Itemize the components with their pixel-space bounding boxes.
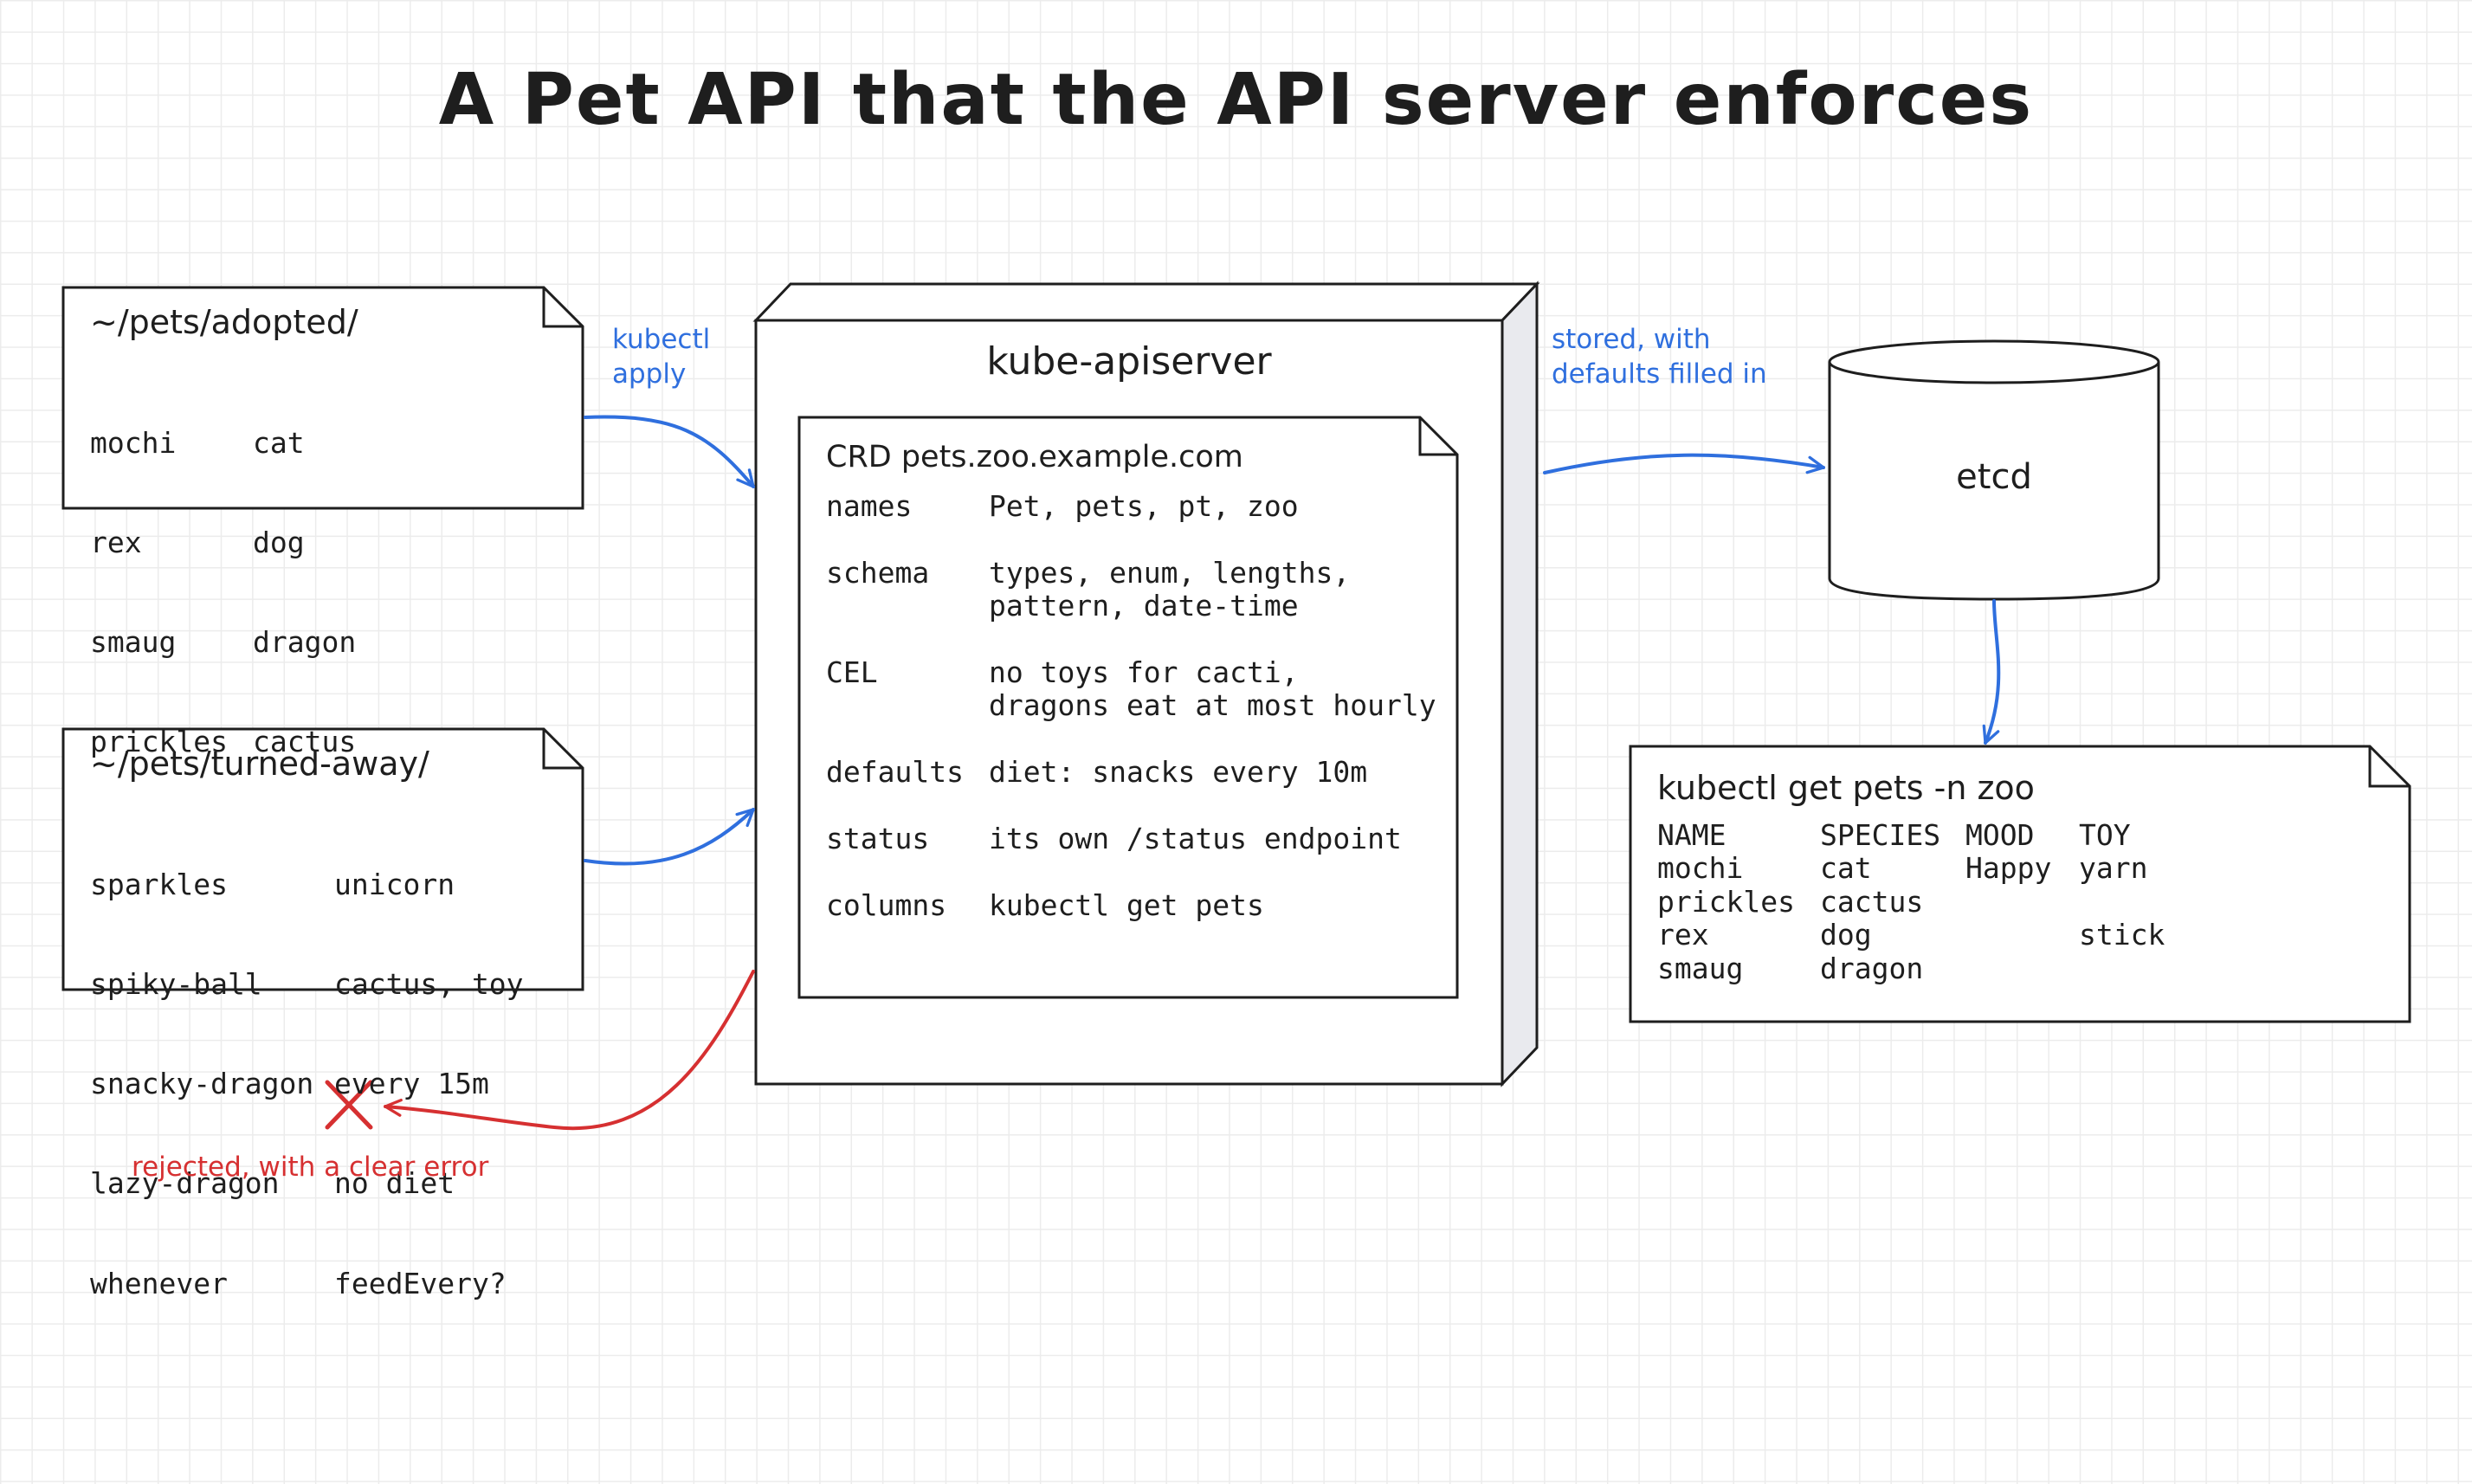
- get-pets-table: NAME SPECIES MOOD TOY mochi cat Happy ya…: [1657, 818, 2165, 1484]
- crd-note: [797, 416, 1459, 999]
- crd-value-columns: kubectl get pets: [989, 888, 1264, 922]
- turned-away-name: lazy-dragon: [90, 1166, 280, 1201]
- turned-away-names: sparkles spiky-ball snacky-dragon lazy-d…: [90, 802, 313, 1334]
- crd-value-status: its own /status endpoint: [989, 822, 1402, 855]
- get-pets-note: [1629, 745, 2411, 1023]
- crd-value-names: Pet, pets, pt, zoo: [989, 489, 1299, 523]
- get-pets-header-mood: MOOD: [1965, 818, 2035, 852]
- crd-rows: names Pet, pets, pt, zoo schema types, e…: [826, 489, 1436, 1088]
- adopted-note-title: ~/pets/adopted/: [90, 303, 358, 341]
- adopted-species-value: dog: [253, 526, 305, 560]
- get-pets-cell: prickles: [1657, 884, 1795, 919]
- crd-key-status: status: [826, 822, 930, 855]
- adopted-note: [61, 286, 584, 510]
- crd-key-columns: columns: [826, 888, 947, 922]
- get-pets-header-toy: TOY: [2079, 818, 2131, 852]
- stored-label: stored, with defaults filled in: [1552, 324, 1767, 390]
- get-pets-cell: Happy: [1965, 851, 2052, 886]
- get-pets-cell: dragon: [1820, 951, 1924, 985]
- crd-key-names: names: [826, 489, 913, 523]
- get-pets-cell: rex: [1657, 918, 1709, 952]
- adopted-species-value: cactus: [253, 725, 357, 759]
- turned-away-reason: cactus, toy: [334, 967, 524, 1002]
- stored-arrow: [1543, 453, 1825, 474]
- adopted-name: mochi: [90, 425, 177, 460]
- page-title: A Pet API that the API server enforces: [438, 59, 2034, 141]
- crd-key-defaults: defaults: [826, 755, 964, 789]
- turned-away-name: whenever: [90, 1266, 228, 1300]
- get-pets-header-species: SPECIES: [1820, 818, 1941, 852]
- turned-away-reason: no diet: [334, 1166, 455, 1201]
- adopted-species-value: dragon: [253, 625, 357, 660]
- crd-title: CRD pets.zoo.example.com: [826, 440, 1243, 474]
- turned-away-name: snacky-dragon: [90, 1067, 314, 1101]
- crd-value-schema: types, enum, lengths, pattern, date-time: [989, 556, 1351, 623]
- apiserver-title: kube-apiserver: [986, 339, 1272, 384]
- crd-value-defaults: diet: snacks every 10m: [989, 755, 1368, 789]
- get-pets-cell: yarn: [2079, 851, 2148, 886]
- turned-away-note: [61, 727, 584, 991]
- turned-away-name: sparkles: [90, 867, 228, 901]
- turned-away-reason: feedEvery?: [334, 1266, 507, 1300]
- adopted-names: mochi rex smaug prickles: [90, 360, 228, 792]
- crd-key-cel: CEL: [826, 655, 878, 689]
- adopted-name: prickles: [90, 725, 228, 759]
- crd-key-schema: schema: [826, 556, 930, 590]
- get-pets-cell: cactus: [1820, 884, 1924, 919]
- get-pets-title: kubectl get pets -n zoo: [1657, 769, 2035, 807]
- crd-value-cel: no toys for cacti, dragons eat at most h…: [989, 655, 1436, 723]
- get-pets-cell: dog: [1820, 918, 1872, 952]
- get-pets-cell: smaug: [1657, 951, 1744, 985]
- turned-away-reasons: unicorn cactus, toy every 15m no diet fe…: [334, 802, 524, 1334]
- rejected-arrow: [384, 970, 755, 1131]
- apply-arrow-turned-away: [584, 808, 755, 866]
- turned-away-note-title: ~/pets/turned-away/: [90, 745, 429, 783]
- get-pets-cell: cat: [1820, 851, 1872, 886]
- apply-label: kubectl apply: [612, 324, 711, 390]
- turned-away-reason: every 15m: [334, 1067, 489, 1101]
- etcd-label: etcd: [1956, 457, 2032, 497]
- etcd-to-get-arrow: [1982, 599, 2001, 745]
- adopted-species: cat dog dragon cactus: [253, 360, 356, 792]
- get-pets-cell: stick: [2079, 918, 2165, 952]
- get-pets-header-name: NAME: [1657, 818, 1727, 852]
- turned-away-name: spiky-ball: [90, 967, 262, 1002]
- rejected-label: rejected, with a clear error: [132, 1152, 489, 1183]
- adopted-name: smaug: [90, 625, 177, 660]
- apply-arrow-adopted: [584, 415, 755, 488]
- turned-away-reason: unicorn: [334, 867, 455, 901]
- rejected-x-icon: [325, 1080, 373, 1130]
- get-pets-cell: mochi: [1657, 851, 1744, 886]
- adopted-species-value: cat: [253, 425, 305, 460]
- adopted-name: rex: [90, 526, 142, 560]
- diagram-canvas: [61, 281, 2411, 1131]
